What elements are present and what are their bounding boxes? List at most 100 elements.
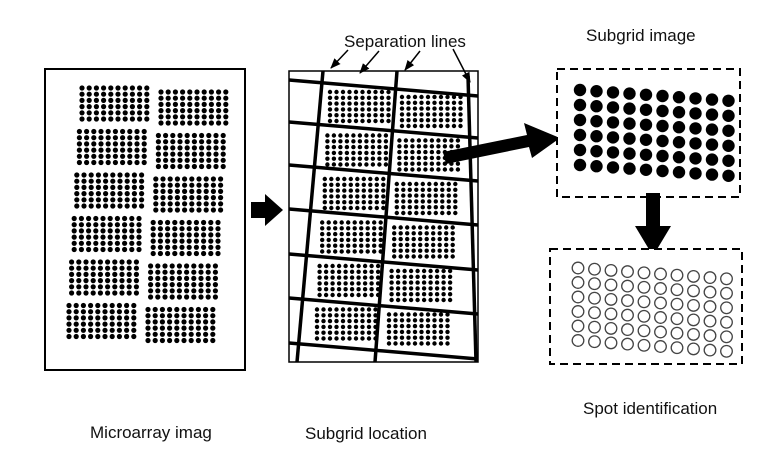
spot: [184, 163, 190, 170]
spot: [338, 150, 343, 156]
spot: [184, 151, 190, 157]
spot: [145, 313, 151, 319]
spot: [342, 200, 347, 205]
spot: [86, 116, 92, 122]
spot: [434, 268, 440, 274]
spot: [366, 89, 372, 95]
spot: [159, 306, 165, 313]
spot: [351, 139, 356, 144]
spot: [406, 112, 411, 117]
spot: [425, 106, 431, 111]
spot: [393, 318, 398, 323]
identified-spot: [588, 277, 601, 291]
spot: [180, 120, 186, 126]
spot: [215, 226, 221, 232]
spot: [177, 163, 183, 170]
spot: [431, 242, 436, 248]
spot: [73, 302, 79, 309]
spot: [184, 294, 190, 300]
spot: [344, 133, 350, 138]
spot: [133, 290, 139, 296]
spot: [327, 313, 333, 318]
spot-block-right-4: [150, 219, 221, 257]
spot: [327, 330, 333, 335]
spot: [327, 89, 333, 95]
spot: [379, 89, 385, 95]
spot: [446, 187, 451, 192]
spot: [441, 268, 446, 274]
spot: [365, 249, 370, 254]
spot: [440, 193, 445, 198]
spot: [359, 226, 364, 231]
spot: [352, 249, 357, 254]
spot: [160, 188, 166, 194]
spot: [172, 108, 178, 114]
spot: [331, 133, 337, 138]
spot: [79, 110, 85, 116]
spot: [100, 246, 106, 253]
identified-spot: [621, 337, 634, 351]
spot: [74, 184, 80, 190]
spot: [186, 226, 192, 232]
spot: [393, 312, 398, 317]
spot: [76, 153, 82, 159]
spot: [440, 181, 445, 187]
spot: [107, 228, 113, 234]
subgrid-spot: [689, 152, 702, 165]
spot: [127, 159, 133, 166]
identified-spot: [621, 308, 634, 322]
spot: [167, 313, 173, 319]
spot: [353, 318, 359, 324]
spot: [126, 284, 132, 290]
spot: [423, 155, 428, 161]
spot: [129, 116, 135, 122]
spot: [334, 313, 339, 318]
spot: [193, 219, 199, 226]
spot: [327, 107, 333, 112]
spot: [352, 226, 357, 231]
spot: [141, 159, 147, 166]
spot: [397, 161, 402, 166]
spot: [403, 155, 409, 161]
spot: [368, 194, 373, 199]
spot: [369, 269, 374, 274]
subgrid-spot: [623, 132, 636, 145]
spot: [418, 236, 423, 242]
spot: [162, 288, 168, 294]
spot: [124, 184, 130, 190]
spot: [419, 329, 424, 335]
spot: [205, 269, 211, 275]
spot: [196, 195, 202, 201]
spot: [333, 243, 338, 248]
spot: [84, 159, 90, 166]
spot: [338, 133, 343, 138]
spot: [436, 167, 441, 172]
spot: [365, 226, 370, 231]
spot: [369, 292, 374, 298]
spot: [314, 313, 320, 318]
spot: [124, 302, 130, 309]
spot: [80, 321, 86, 327]
spot: [419, 123, 424, 129]
spot: [170, 163, 176, 170]
spot: [383, 150, 389, 156]
spot: [182, 201, 188, 207]
spot: [131, 333, 137, 340]
spot: [186, 244, 192, 250]
spot: [162, 294, 168, 300]
spot: [93, 97, 99, 103]
spot: [83, 271, 89, 277]
spot: [110, 197, 116, 203]
spot: [374, 176, 379, 182]
spot: [427, 199, 432, 204]
identified-spot: [720, 315, 733, 329]
spot: [378, 243, 383, 248]
spot: [336, 292, 342, 298]
spot: [453, 205, 458, 210]
spot: [432, 318, 437, 323]
spot-identification-panel: [549, 248, 743, 365]
subgrid-spot: [705, 108, 719, 121]
spot: [90, 271, 96, 277]
spot: [340, 330, 346, 335]
spot: [438, 312, 444, 317]
